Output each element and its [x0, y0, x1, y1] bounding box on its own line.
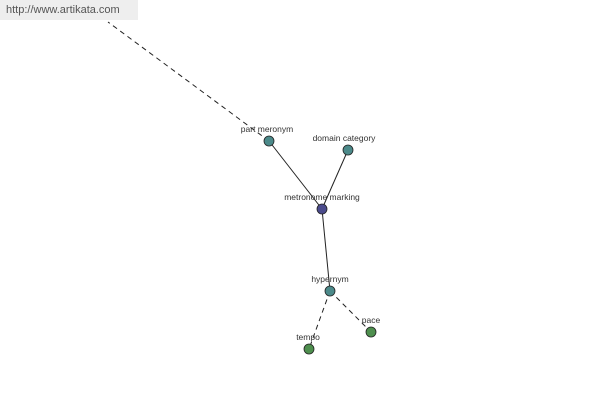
node-label-metronome-marking: metronome marking [284, 192, 360, 202]
edge-metronome-marking-to-domain-category [321, 149, 349, 210]
node-label-pace: pace [362, 315, 381, 325]
edge-hypernym-to-pace [329, 290, 372, 333]
node-dot-tempo[interactable] [303, 343, 315, 355]
node-domain-category[interactable]: domain category [313, 133, 377, 156]
nodes-layer: metronome marking part meronym domain cate… [241, 124, 381, 355]
node-part-meronym[interactable]: part meronym [241, 124, 293, 147]
node-label-tempo: tempo [296, 332, 320, 342]
edge-metronome-marking-to-hypernym [321, 208, 331, 292]
node-hypernym[interactable]: hypernym [311, 274, 349, 297]
edge-metronome-marking-to-part-meronym [268, 140, 323, 210]
watermark-bar: http://www.artikata.com [0, 0, 138, 20]
node-dot-hypernym[interactable] [324, 285, 336, 297]
node-dot-domain-category[interactable] [342, 144, 354, 156]
node-pace[interactable]: pace [362, 315, 381, 338]
edge-part-meronym-to-offscreen [107, 21, 270, 142]
node-dot-metronome-marking[interactable] [316, 203, 328, 215]
node-label-domain-category: domain category [313, 133, 377, 143]
node-label-part-meronym: part meronym [241, 124, 293, 134]
edges-layer [107, 21, 372, 350]
edge-hypernym-to-tempo [308, 290, 331, 350]
node-label-hypernym: hypernym [311, 274, 348, 284]
watermark-url: http://www.artikata.com [6, 4, 120, 16]
node-dot-pace[interactable] [365, 326, 377, 338]
node-dot-part-meronym[interactable] [263, 135, 275, 147]
node-tempo[interactable]: tempo [296, 332, 320, 355]
node-metronome-marking[interactable]: metronome marking [284, 192, 360, 215]
